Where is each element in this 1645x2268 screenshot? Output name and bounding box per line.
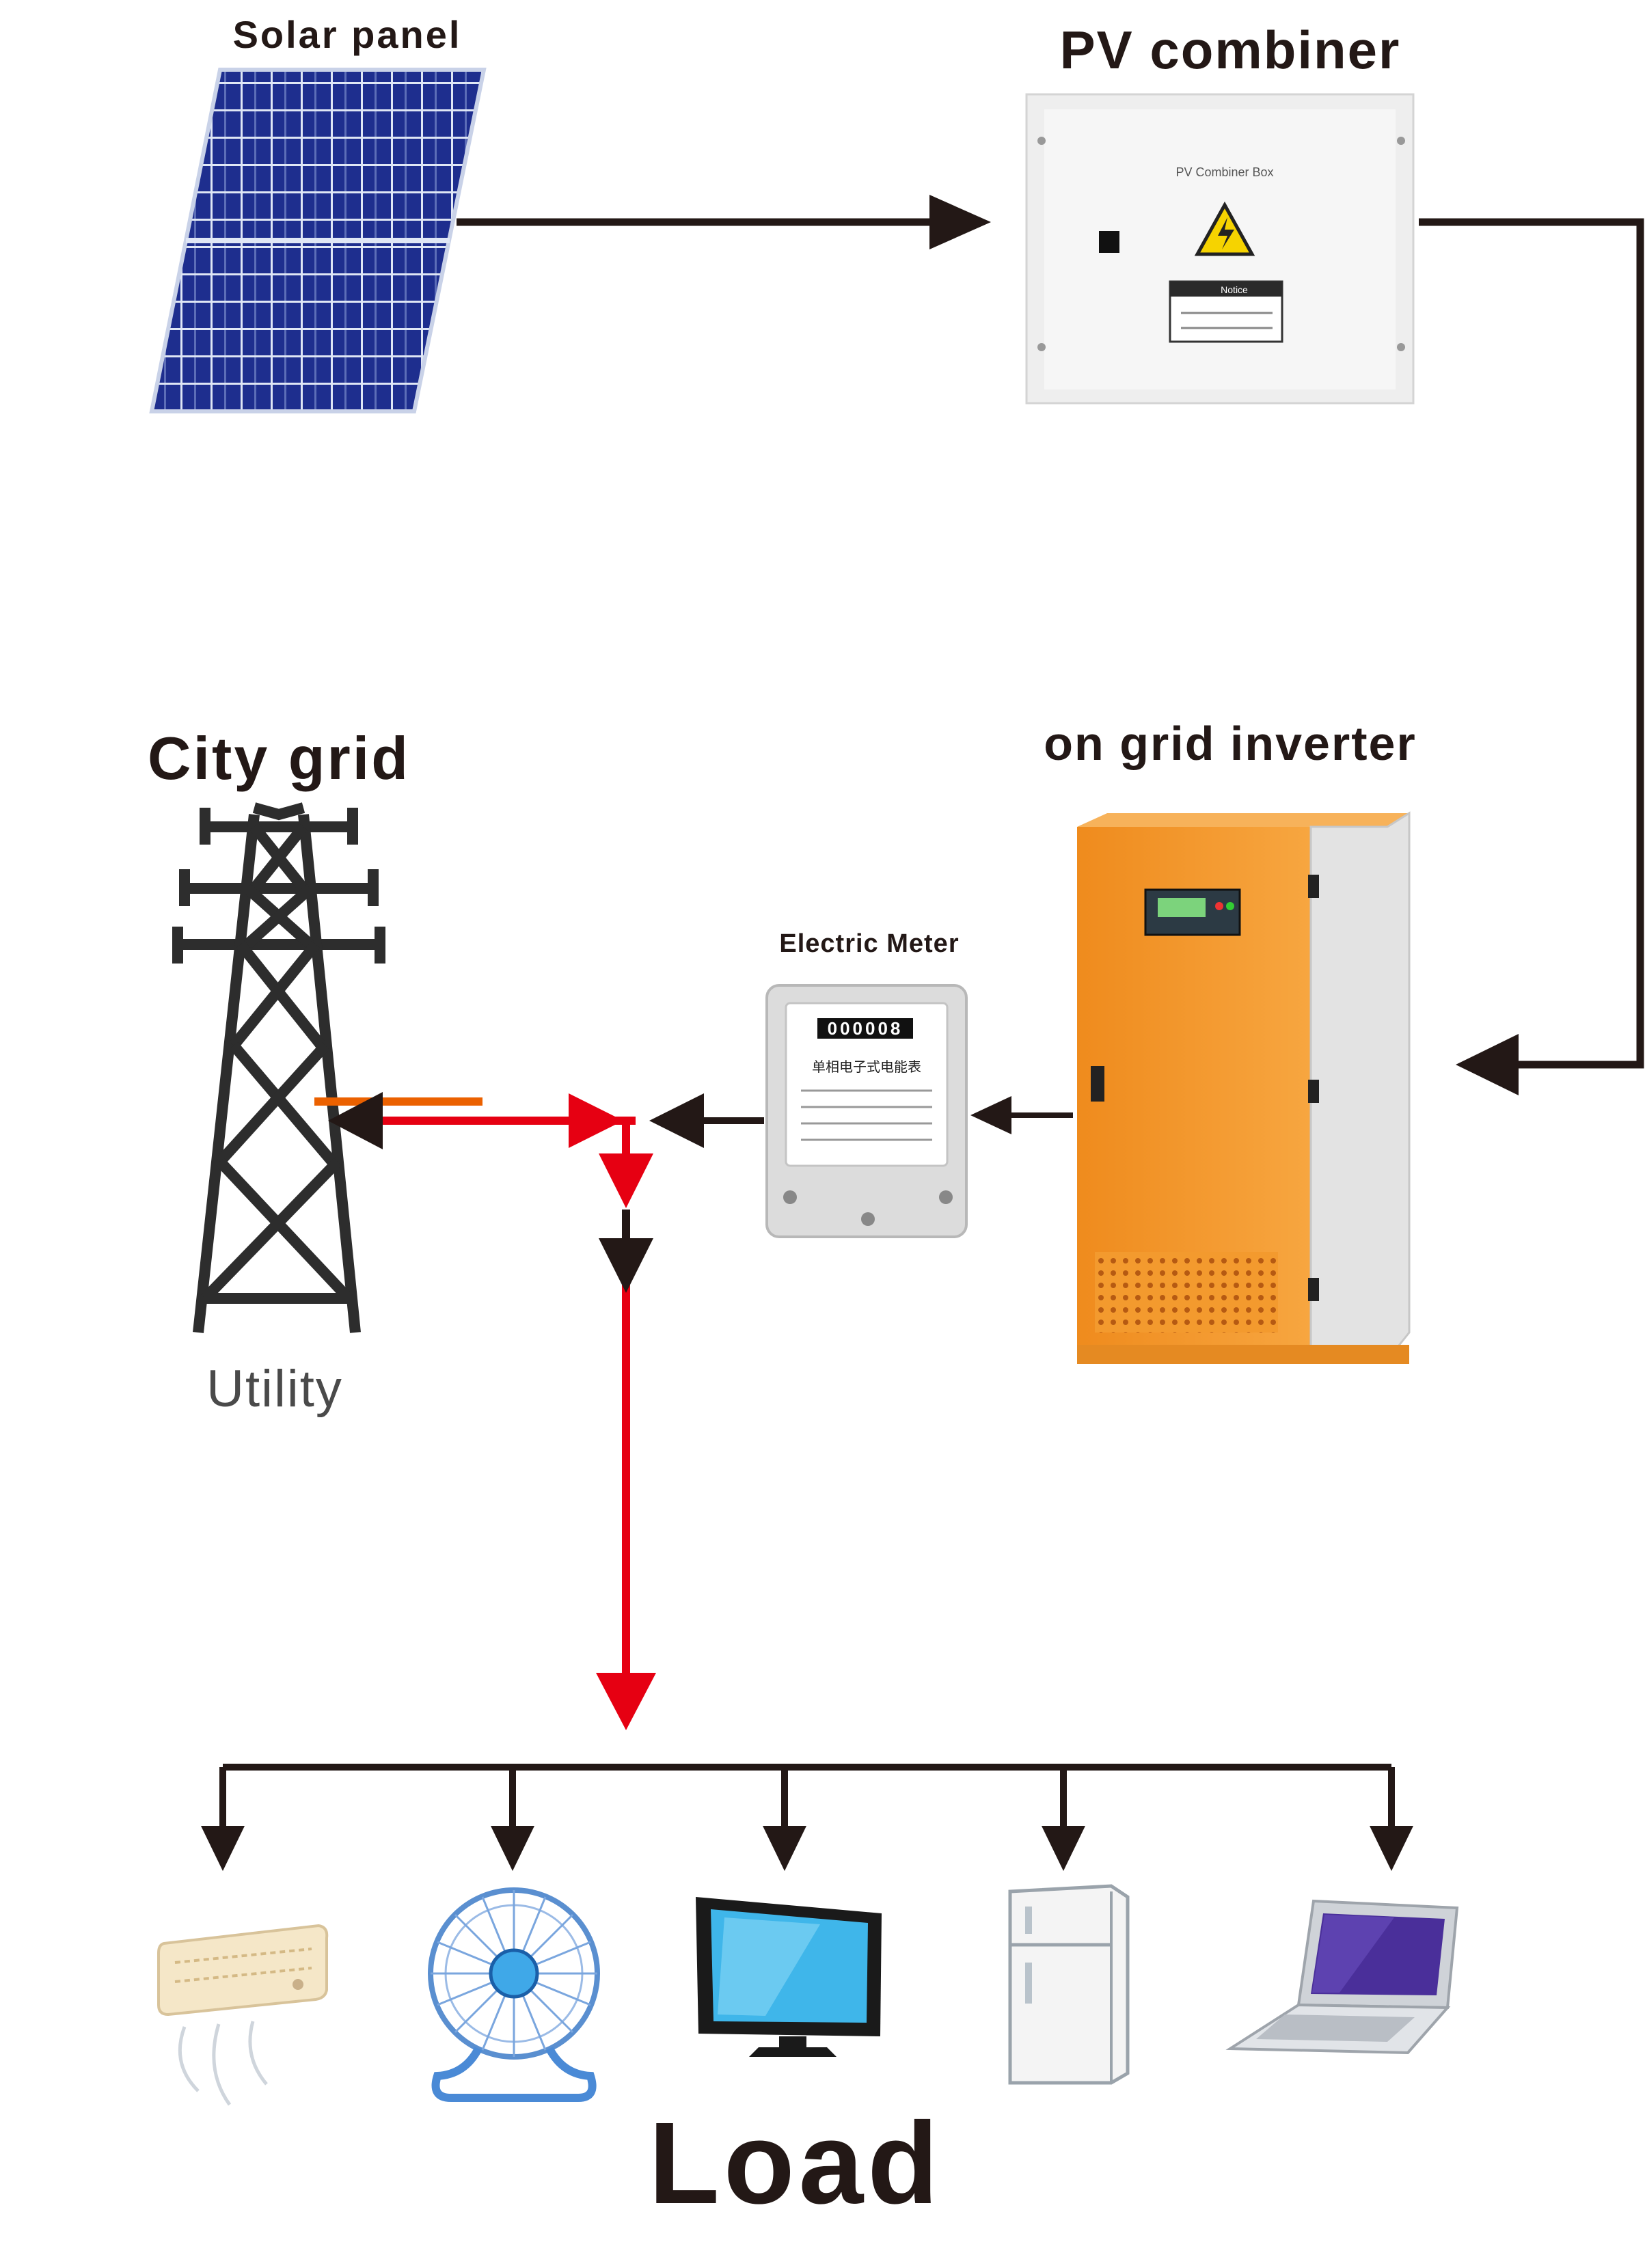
- inverter-vents: [1095, 1252, 1278, 1333]
- laptop-icon: [1225, 1899, 1459, 2055]
- on-grid-inverter: [1077, 811, 1411, 1364]
- arrow-meter-to-junction: [649, 1093, 764, 1148]
- refrigerator-icon: [1008, 1884, 1130, 2085]
- meter-label: Electric Meter: [779, 929, 959, 958]
- inverter-label: on grid inverter: [1044, 717, 1416, 770]
- solar-panel: [149, 68, 487, 413]
- television-icon: [696, 1897, 882, 2057]
- meter-title: 单相电子式电能表: [812, 1059, 921, 1075]
- pv-combiner-box: PV Combiner Box Notice: [1025, 93, 1415, 405]
- inverter-handle: [1091, 1066, 1104, 1102]
- pv-combiner-label: PV combiner: [1060, 20, 1401, 80]
- warning-icon: [1194, 201, 1255, 256]
- load-arrowheads: [201, 1826, 1413, 1871]
- utility-tower-icon: [172, 802, 385, 1333]
- solar-panel-label: Solar panel: [233, 13, 462, 56]
- load-bus: [219, 1764, 1395, 1831]
- air-conditioner-icon: [157, 1924, 329, 2106]
- electric-meter: 000008 单相电子式电能表: [765, 984, 968, 1238]
- notice-text: Notice: [1221, 284, 1248, 295]
- city-grid-label: City grid: [148, 724, 410, 792]
- load-label: Load: [649, 2099, 942, 2228]
- black-junction-arrows: [328, 1092, 653, 1293]
- arrow-combiner-to-inverter: [1419, 218, 1644, 1095]
- arrow-inverter-to-meter: [970, 1096, 1073, 1134]
- meter-reading: 000008: [828, 1018, 903, 1039]
- combiner-switch: [1099, 231, 1119, 253]
- arrow-solar-to-combiner: [457, 195, 991, 249]
- combiner-box-text: PV Combiner Box: [1175, 165, 1273, 179]
- electric-fan-icon: [428, 1887, 600, 2102]
- red-power-lines: [383, 1093, 656, 1730]
- utility-label: Utility: [206, 1360, 343, 1418]
